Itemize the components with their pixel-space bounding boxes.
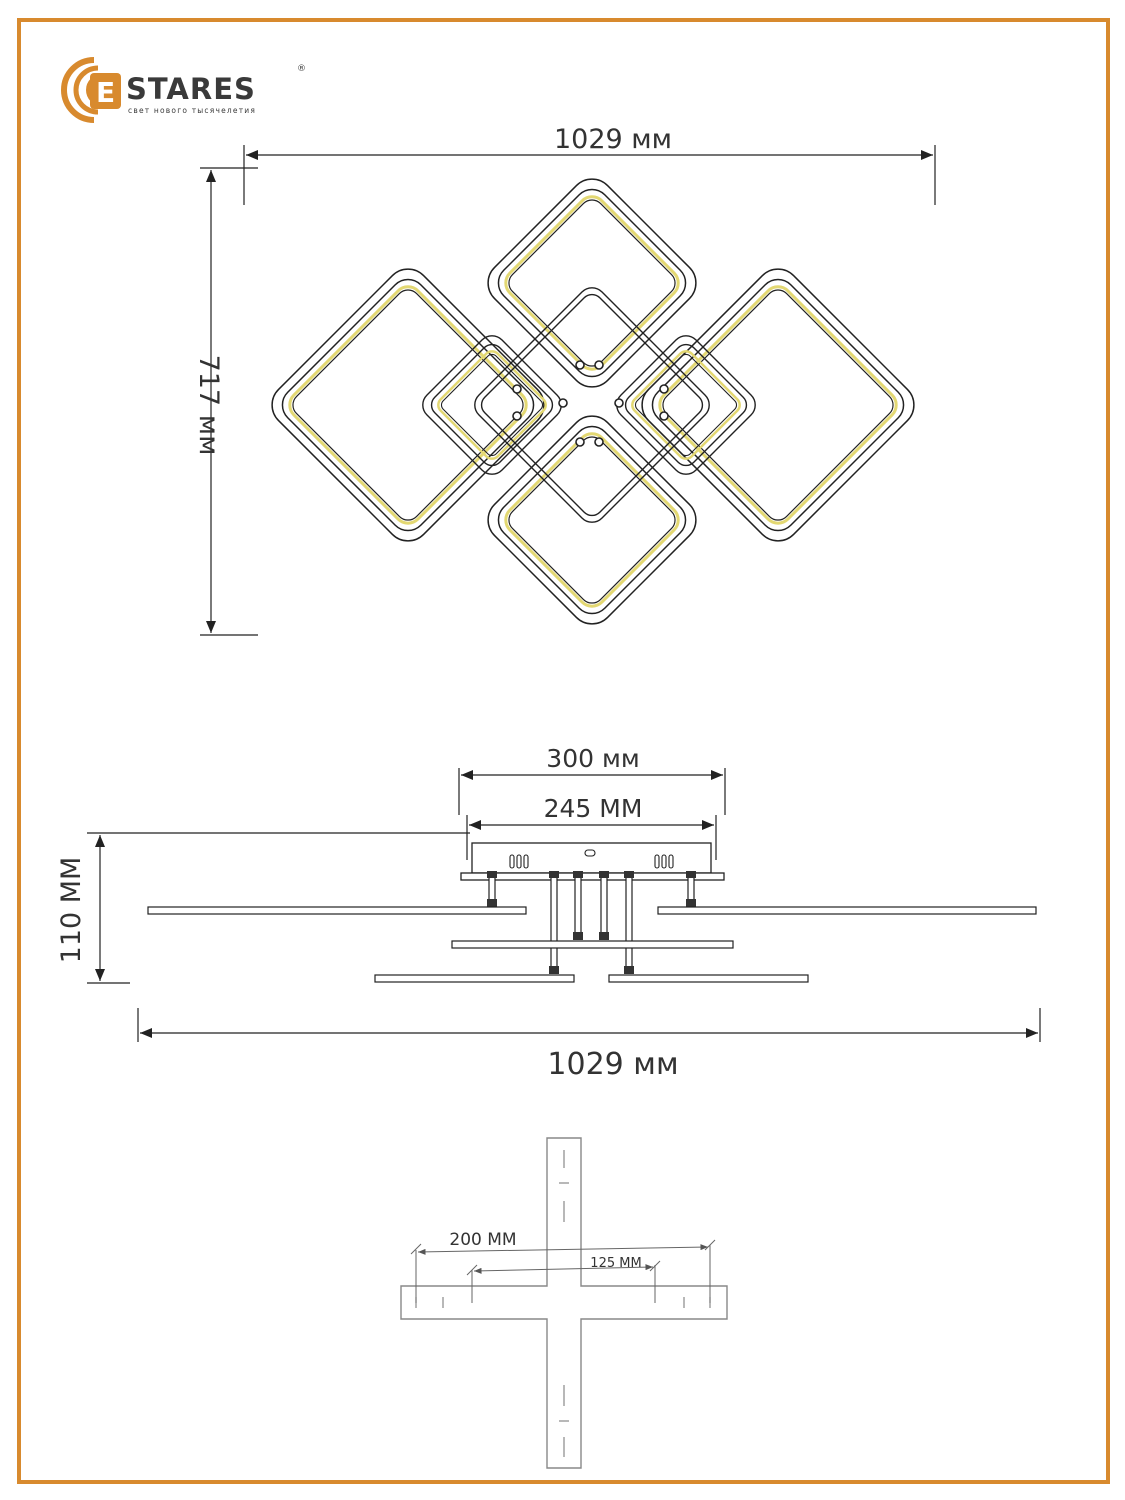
top-view: 1029 мм 717 мм [193, 124, 936, 636]
arm-right-upper [657, 906, 1037, 915]
ring-left-large [281, 278, 535, 532]
connector-screw-2 [575, 437, 585, 447]
connector-screw-3 [594, 437, 604, 447]
ring-right-large [651, 278, 905, 532]
ring-left-large [271, 268, 545, 542]
ring-left-large [292, 289, 524, 521]
top-height-label: 717 мм [193, 355, 224, 456]
suspension-rods [488, 875, 695, 971]
arm-left-upper [147, 906, 527, 915]
logo-initial: E [96, 76, 115, 109]
side-view: 300 мм 245 ММ 110 ММ [56, 744, 1041, 1082]
logo-tagline: свет нового тысячелетия [128, 106, 257, 115]
ring-left-large [288, 285, 528, 525]
mount-outer-label: 200 ММ [449, 1230, 516, 1250]
ring-left-small [430, 343, 554, 467]
connector-screw-8 [659, 384, 669, 394]
side-width-label: 1029 мм [547, 1047, 678, 1082]
ring-right-large [662, 289, 894, 521]
base-inner-label: 245 ММ [544, 794, 643, 823]
connector-screw-4 [558, 398, 568, 408]
base-outer-label: 300 мм [546, 744, 639, 773]
connector-screw-1 [594, 360, 604, 370]
ring-center [474, 287, 710, 523]
connector-screw-6 [512, 384, 522, 394]
logo-wordmark: STARES [126, 72, 256, 106]
ring-top [504, 195, 680, 371]
canopy-vents-left [509, 854, 529, 869]
canopy-plate [460, 872, 725, 881]
ring-top [487, 178, 697, 388]
ring-right-large [658, 285, 898, 525]
mount-inner-dimension [466, 1260, 661, 1303]
ring-left-small [422, 335, 562, 475]
ring-right-small [631, 350, 741, 460]
ring-top [508, 199, 676, 367]
canopy-body [471, 842, 712, 874]
connector-screw-0 [575, 360, 585, 370]
ring-right-large [641, 268, 915, 542]
canopy-screw-slot [584, 849, 596, 857]
arm-right-lower [608, 974, 809, 983]
connector-screw-9 [659, 411, 669, 421]
registered-mark: ® [297, 64, 306, 74]
top-width-label: 1029 мм [554, 124, 672, 155]
ring-right-small [634, 353, 738, 457]
ring-left-small [440, 353, 544, 457]
sheet-frame [17, 18, 1110, 1484]
rod-clamps [487, 871, 696, 974]
mount-inner-label: 125 ММ [590, 1256, 641, 1271]
cross-bracket [400, 1137, 728, 1469]
side-height-label: 110 ММ [56, 857, 87, 964]
connector-screw-7 [512, 411, 522, 421]
arm-center [451, 940, 734, 949]
light-arms [147, 906, 1037, 983]
ring-right-small [624, 343, 748, 467]
ring-top [497, 188, 687, 378]
mounting-bracket-view: 200 ММ 125 ММ [400, 1137, 728, 1469]
ring-left-small [437, 350, 547, 460]
connector-screw-5 [614, 398, 624, 408]
mount-outer-dimension [410, 1239, 716, 1303]
arm-left-lower [374, 974, 575, 983]
ring-right-small [616, 335, 756, 475]
estares-logo: E STARES ® свет нового тысячелетия [54, 54, 324, 126]
logo-arcs-icon: E [61, 57, 121, 123]
canopy-vents-right [654, 854, 674, 869]
ring-center [480, 293, 704, 517]
